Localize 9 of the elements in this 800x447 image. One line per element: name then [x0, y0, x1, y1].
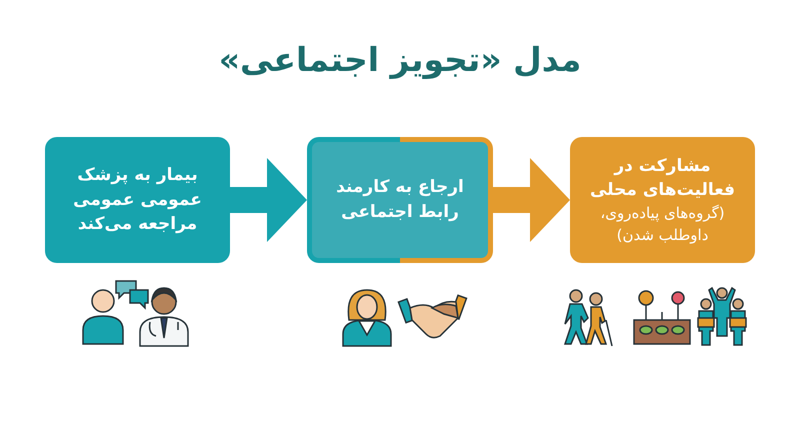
step-text: ارجاع به کارمند رابط اجتماعی [335, 176, 465, 224]
step-note: (گروه‌های پیاده‌روی، داوطلب شدن) [599, 202, 726, 246]
step-text: بیمار به پزشک عمومی عمومی مراجعه می‌کند [72, 164, 203, 236]
process-box [45, 137, 230, 263]
arrow [230, 158, 307, 242]
process-box [570, 137, 755, 263]
arrow [493, 158, 570, 242]
step-text: مشارکت در فعالیت‌های محلی [588, 154, 736, 202]
title: مدل «تجویز اجتماعی» [218, 40, 582, 79]
